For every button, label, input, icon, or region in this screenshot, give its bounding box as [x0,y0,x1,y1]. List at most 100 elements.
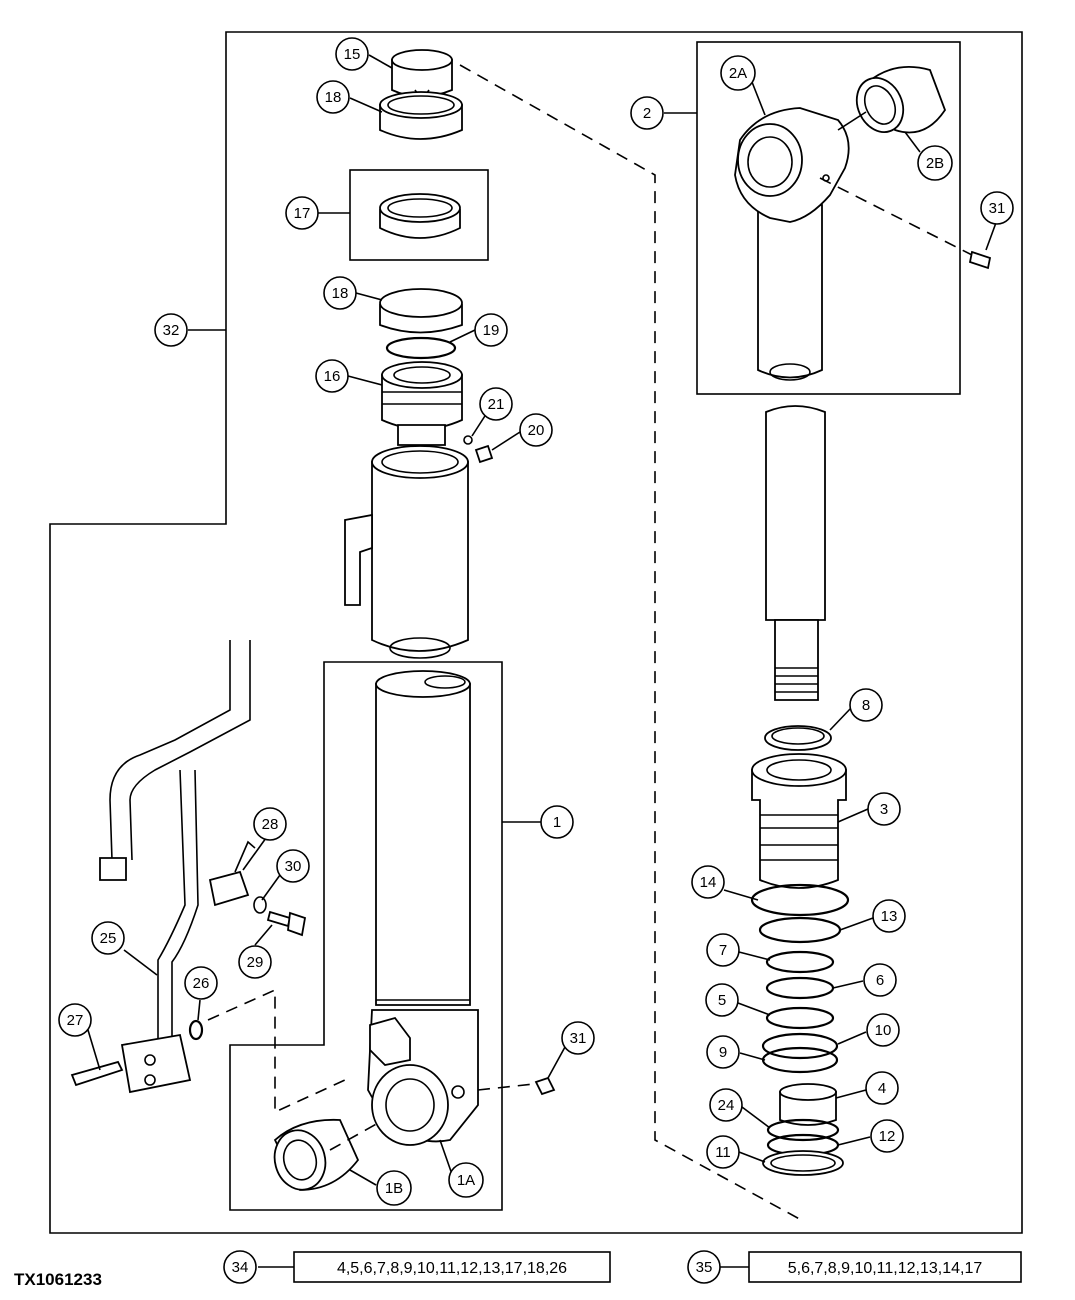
seal-13 [758,916,842,944]
callout-28: 28 [253,807,287,841]
callout-9: 9 [706,1035,740,1069]
screw-20 [474,444,494,464]
callout-27: 27 [58,1003,92,1037]
ring-18-mid [379,288,463,334]
piston-rod [765,405,826,701]
svg-text:20: 20 [528,422,545,439]
svg-text:30: 30 [285,858,302,875]
callout-16: 16 [315,359,349,393]
svg-text:5: 5 [718,992,726,1009]
svg-text:18: 18 [325,89,342,106]
callout-7: 7 [706,933,740,967]
piston-3 [751,753,847,889]
callout-4: 4 [865,1071,899,1105]
svg-text:9: 9 [719,1044,727,1061]
svg-text:35: 35 [696,1259,713,1276]
callout-31-upper: 31 [980,191,1014,225]
callout-29: 29 [238,945,272,979]
callout-2: 2 [630,96,664,130]
bracket-28 [208,840,256,907]
callout-17: 17 [285,196,319,230]
callout-2a: 2A [720,55,756,91]
svg-text:4: 4 [878,1080,886,1097]
callout-13: 13 [872,899,906,933]
svg-text:18: 18 [332,285,349,302]
seal-14 [750,883,850,917]
ring-9 [761,1046,839,1074]
callout-10: 10 [866,1013,900,1047]
washer-30 [253,896,267,914]
svg-text:19: 19 [483,322,500,339]
svg-text:27: 27 [67,1012,84,1029]
svg-text:34: 34 [232,1259,249,1276]
callout-18-top: 18 [316,80,350,114]
svg-text:1: 1 [553,814,561,831]
callout-24: 24 [709,1088,743,1122]
grease-fitting-31-upper [968,250,992,270]
rod-eye [734,107,850,381]
gland-16 [381,361,463,446]
svg-text:10: 10 [875,1022,892,1039]
seal-17 [379,193,461,239]
svg-text:1B: 1B [385,1180,403,1197]
callout-20: 20 [519,413,553,447]
svg-text:31: 31 [570,1030,587,1047]
svg-text:11: 11 [715,1144,731,1161]
barrel-box [229,661,503,1211]
leader-lines [87,54,998,1268]
callout-31-lower: 31 [561,1021,595,1055]
svg-text:6: 6 [876,972,884,989]
callout-1b: 1B [376,1170,412,1206]
callout-12: 12 [870,1119,904,1153]
callout-35: 35 [687,1250,721,1284]
svg-text:2B: 2B [926,155,944,172]
bushing-1b [273,1118,360,1191]
kit-35-box [748,1251,1022,1283]
seal-kit-17-box [349,169,489,261]
callout-25: 25 [91,921,125,955]
ring-24 [766,1118,840,1142]
svg-text:14: 14 [700,874,717,891]
kit-35-parts: 5,6,7,8,9,10,11,12,13,14,17 [788,1260,983,1277]
callout-5: 5 [705,983,739,1017]
svg-text:3: 3 [880,801,888,818]
callout-3: 3 [867,792,901,826]
callout-1: 1 [540,805,574,839]
ring-10 [761,1032,839,1060]
bolt-27 [70,1060,124,1087]
ring-7 [765,950,835,974]
callout-18-mid: 18 [323,276,357,310]
svg-text:28: 28 [262,816,279,833]
callout-2b: 2B [917,145,953,181]
ring-6 [765,976,835,1000]
rod-eye-box [696,41,961,395]
ring-18-top [379,91,463,140]
bushing-2b [855,65,947,134]
pipe-25 [99,640,251,1040]
svg-text:32: 32 [163,322,180,339]
svg-text:16: 16 [324,368,341,385]
callout-26: 26 [184,966,218,1000]
cylinder-barrel [367,670,479,1146]
callout-14: 14 [691,865,725,899]
svg-text:2: 2 [643,105,651,122]
svg-text:2A: 2A [729,65,747,82]
bolt-29 [266,910,307,937]
svg-text:24: 24 [718,1097,735,1114]
ring-11 [762,1150,844,1176]
svg-text:26: 26 [193,975,210,992]
svg-text:31: 31 [989,200,1006,217]
svg-text:1A: 1A [457,1172,475,1189]
callout-6: 6 [863,963,897,997]
ring-19 [385,336,457,360]
ring-5 [765,1006,835,1030]
figure-id: TX1061233 [14,1270,102,1289]
grease-fitting-31-lower [534,1076,556,1096]
bushing-4 [779,1083,837,1126]
callout-21: 21 [479,387,513,421]
callout-34: 34 [223,1250,257,1284]
svg-text:25: 25 [100,930,117,947]
kit-34-box [293,1251,611,1283]
callout-30: 30 [276,849,310,883]
svg-text:13: 13 [881,908,898,925]
